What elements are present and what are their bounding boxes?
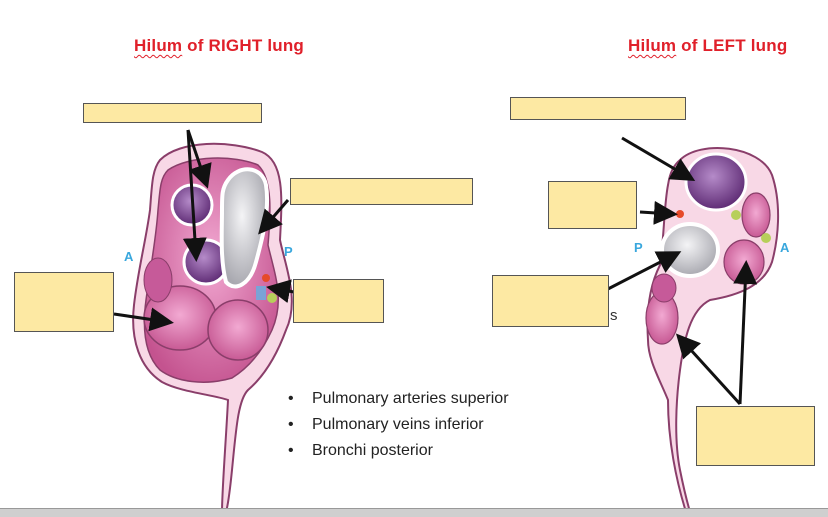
right-pink-lobe-left (144, 258, 172, 302)
right-pink-lobe-lower-2 (208, 300, 268, 360)
note-item: Pulmonary veins inferior (288, 412, 509, 438)
label-box-right-top[interactable] (83, 103, 262, 123)
left-anterior-letter: A (780, 240, 789, 255)
left-pink-lobe-right-upper (742, 193, 770, 237)
label-box-left-small[interactable] (548, 181, 637, 229)
left-artery-main (686, 154, 746, 210)
left-small-vessel-green (731, 210, 741, 220)
label-box-left-middle[interactable] (492, 275, 609, 327)
left-bronchus (662, 224, 718, 276)
label-box-right-left[interactable] (14, 272, 114, 332)
note-item: Bronchi posterior (288, 438, 509, 464)
right-lung-hilum (133, 144, 292, 512)
label-box-left-top[interactable] (510, 97, 686, 120)
right-small-vessel-green (267, 293, 277, 303)
label-box-left-bottom[interactable] (696, 406, 815, 466)
right-posterior-letter: P (284, 244, 293, 259)
note-item: Pulmonary arteries superior (288, 386, 509, 412)
left-small-vessel-red (676, 210, 684, 218)
left-pink-lobe-lower-2 (652, 274, 676, 302)
right-anterior-letter: A (124, 249, 133, 264)
left-pink-lobe-right (724, 240, 764, 284)
left-small-vessel-green-2 (761, 233, 771, 243)
arrow-left-bottom-box-to-lower-lobe (680, 338, 740, 404)
label-box-right-small[interactable] (293, 279, 384, 323)
partial-label-fragment: s (610, 307, 618, 324)
arrow-left-small-box-to-vessel (640, 212, 672, 214)
arrow-left-top-to-artery (622, 138, 690, 178)
label-box-right-bronchus[interactable] (290, 178, 473, 205)
left-posterior-letter: P (634, 240, 643, 255)
right-small-vessel-red (262, 274, 270, 282)
right-small-vessel-blue (256, 286, 266, 300)
hilum-notes-list: Pulmonary arteries superior Pulmonary ve… (288, 386, 509, 464)
